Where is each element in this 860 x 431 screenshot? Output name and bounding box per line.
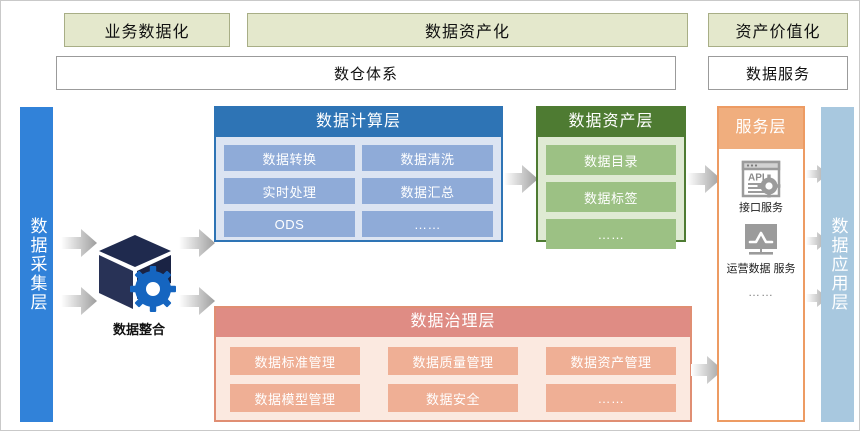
compute-item[interactable]: ……: [362, 211, 493, 237]
compute-item[interactable]: 数据转换: [224, 145, 355, 171]
banner-data-assetization: 数据资产化: [247, 13, 688, 47]
data-governance-layer-title: 数据治理层: [216, 308, 690, 337]
service-item-operational-data[interactable]: 运营数据 服务: [726, 220, 796, 277]
compute-item[interactable]: 数据汇总: [362, 178, 493, 204]
arrow-integration-to-compute: [179, 229, 215, 257]
arrow-governance-to-service: [691, 356, 723, 384]
asset-item[interactable]: 数据目录: [546, 145, 676, 175]
service-layer-panel: 服务层 API: [717, 106, 805, 422]
cube-gear-icon: [99, 235, 176, 312]
compute-item[interactable]: 数据清洗: [362, 145, 493, 171]
governance-item[interactable]: 数据资产管理: [546, 347, 676, 375]
banner-label: 业务数据化: [104, 24, 190, 41]
service-item-label: 接口服务: [739, 202, 783, 214]
data-compute-layer-panel: 数据计算层 数据转换 数据清洗 实时处理 数据汇总 ODS ……: [214, 106, 503, 242]
governance-item[interactable]: 数据模型管理: [230, 384, 360, 412]
compute-item[interactable]: 实时处理: [224, 178, 355, 204]
banner-asset-valuation: 资产价值化: [708, 13, 848, 47]
subbanner-data-service: 数据服务: [708, 56, 848, 90]
integration-label: 数据整合: [112, 322, 165, 337]
subbanner-warehouse-system: 数仓体系: [56, 56, 676, 90]
governance-item[interactable]: 数据质量管理: [388, 347, 518, 375]
data-collection-layer-label: 数据采集层: [27, 217, 47, 312]
asset-item[interactable]: ……: [546, 219, 676, 249]
banner-label: 数据资产化: [424, 24, 510, 41]
asset-item[interactable]: 数据标签: [546, 182, 676, 212]
arrow-compute-to-asset: [504, 165, 538, 193]
data-governance-layer-body: 数据标准管理 数据质量管理 数据资产管理 数据模型管理 数据安全 ……: [216, 337, 690, 422]
service-item-api[interactable]: API 接口服务: [739, 159, 783, 216]
data-asset-layer-body: 数据目录 数据标签 ……: [538, 137, 684, 257]
arrow-collect-to-integration-bottom: [61, 287, 97, 315]
data-application-layer-label: 数据应用层: [828, 217, 848, 312]
governance-item[interactable]: 数据安全: [388, 384, 518, 412]
banner-business-datafication: 业务数据化: [64, 13, 230, 47]
service-layer-title: 服务层: [719, 108, 803, 149]
arrow-integration-to-governance: [179, 287, 215, 315]
subbanner-label: 数仓体系: [333, 65, 398, 83]
data-governance-layer-panel: 数据治理层 数据标准管理 数据质量管理 数据资产管理 数据模型管理 数据安全 ……: [214, 306, 692, 422]
banner-label: 资产价值化: [735, 24, 821, 41]
service-more-label: ……: [748, 284, 774, 299]
api-window-icon: API: [741, 160, 781, 198]
service-layer-body: API 接口服务: [719, 149, 803, 420]
governance-item[interactable]: 数据标准管理: [230, 347, 360, 375]
svg-text:API: API: [748, 173, 765, 184]
arrow-asset-to-service: [687, 165, 721, 193]
compute-item[interactable]: ODS: [224, 211, 355, 237]
monitor-chart-icon: [745, 223, 777, 255]
data-application-layer-bar: 数据应用层: [821, 107, 854, 422]
data-asset-layer-panel: 数据资产层 数据目录 数据标签 ……: [536, 106, 686, 249]
data-compute-layer-body: 数据转换 数据清洗 实时处理 数据汇总 ODS ……: [216, 137, 501, 245]
arrow-collect-to-integration-top: [61, 229, 97, 257]
data-compute-layer-title: 数据计算层: [216, 108, 501, 137]
data-asset-layer-title: 数据资产层: [538, 108, 684, 137]
subbanner-label: 数据服务: [745, 65, 810, 83]
governance-item[interactable]: ……: [546, 384, 676, 412]
data-collection-layer-bar: 数据采集层: [20, 107, 53, 422]
service-item-label: 运营数据 服务: [726, 262, 796, 275]
